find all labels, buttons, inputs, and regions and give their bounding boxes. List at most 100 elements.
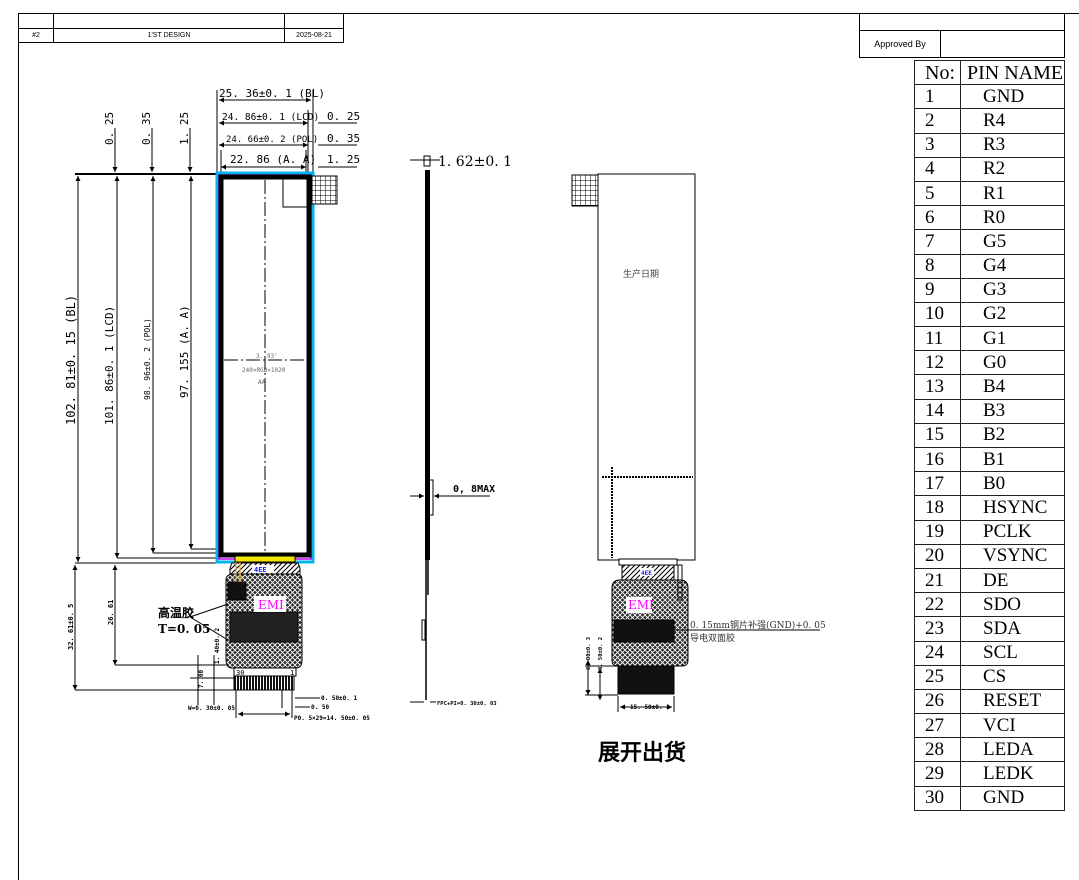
pin-name: LEDA — [960, 737, 1065, 763]
pin-name: B3 — [960, 398, 1065, 424]
pin-name: R3 — [960, 132, 1065, 158]
pin-name: B1 — [960, 446, 1065, 473]
offset-aa: 1. 25 — [327, 153, 360, 166]
side-panel — [425, 170, 430, 560]
pin-name-header: PIN NAME — [960, 59, 1065, 86]
glue-thickness: T=0. 05 — [158, 622, 210, 636]
pin-name: VCI — [960, 713, 1065, 739]
panel-size-text: 3. 93' — [256, 353, 278, 360]
offset-pol: 0. 35 — [327, 132, 360, 145]
pin-name: HSYNC — [960, 495, 1065, 521]
side-thickness: 1. 62±0. 1 — [438, 154, 512, 170]
stiffener-note-line1: 0. 15mm钢片补强(GND)+0. 05 — [690, 619, 826, 631]
fpc-thickness-max: 0, 8MAX — [453, 484, 495, 495]
panel-resolution-text: 240×RGB×1020 — [242, 367, 286, 374]
pin-name: LEDK — [960, 761, 1065, 787]
pin-table-header: No: PIN NAME — [914, 59, 1065, 86]
pin-number: 26 — [914, 688, 961, 715]
top-offset-bl: 0. 25 — [103, 112, 116, 145]
pin-number: 24 — [914, 640, 961, 666]
pin-number: 18 — [914, 495, 961, 521]
pin-name: SDO — [960, 592, 1065, 618]
pin-number: 17 — [914, 471, 961, 497]
pin-number: 2 — [914, 108, 961, 134]
back-fpc-width: 15. 50±0. 1 — [630, 704, 670, 711]
pin-name: G4 — [960, 253, 1065, 279]
pin-name: VSYNC — [960, 543, 1065, 569]
approved-by-value — [940, 30, 1065, 58]
pin-number: 3 — [914, 132, 961, 158]
contact-length: 7. 00 — [198, 670, 205, 688]
back-view — [571, 173, 820, 712]
back-dim-b: 3. 50±0. 2 — [598, 637, 604, 670]
rev-date: 2025-08-21 — [284, 28, 344, 43]
pin-name: DE — [960, 567, 1065, 594]
pin-first-label: 30 — [236, 669, 244, 677]
pin-number: 1 — [914, 84, 961, 110]
pin-name: G5 — [960, 229, 1065, 255]
fpc-bond-strip — [234, 555, 296, 563]
dim-aa-width: 22. 86 (A. A) — [230, 153, 316, 166]
pin-name: RESET — [960, 688, 1065, 715]
pin-name: CS — [960, 664, 1065, 690]
pin-number: 22 — [914, 592, 961, 618]
pin-name: R1 — [960, 180, 1065, 207]
pin-last-label: 1 — [290, 669, 294, 677]
dim-lcd-width: 24. 86±0. 1 (LCD) — [222, 112, 319, 123]
pin-number: 19 — [914, 519, 961, 545]
pin-number: 28 — [914, 737, 961, 763]
front-fpc: 4EE EMI 30 1 — [225, 555, 303, 691]
back-fpc-tag: 4EE — [641, 570, 652, 577]
pin-name: SCL — [960, 640, 1065, 666]
glue-label: 高温胶 — [158, 605, 194, 620]
pin-name: B4 — [960, 374, 1065, 400]
stiffener-note-line2: 导电双面胶 — [690, 632, 735, 644]
pin-number: 20 — [914, 543, 961, 569]
pin-number: 9 — [914, 277, 961, 303]
pin-number: 6 — [914, 205, 961, 231]
fpc-fingers — [233, 675, 295, 691]
pin-number: 7 — [914, 229, 961, 255]
offset-lcd: 0. 25 — [327, 110, 360, 123]
dim-bl-width: 25. 36±0. 1 (BL) — [219, 87, 325, 100]
pin-number: 25 — [914, 664, 961, 690]
pin-name: PCLK — [960, 519, 1065, 545]
dim-aa-height: 97. 155 (A. A) — [178, 305, 191, 398]
width-dimensions — [216, 90, 357, 172]
dim-lcd-height: 101. 86±0. 1 (LCD) — [103, 306, 116, 425]
back-dim-a: 6. 00±0. 3 — [586, 637, 592, 670]
panel-aa-text: AA — [258, 379, 266, 386]
pin-name: SDA — [960, 616, 1065, 642]
pin-name: B2 — [960, 422, 1065, 449]
top-offset-pol: 1. 25 — [178, 112, 191, 145]
top-offset-dimensions: 0. 25 0. 35 1. 25 — [75, 112, 217, 175]
frame-left-border — [18, 13, 19, 880]
pin-name: G3 — [960, 277, 1065, 303]
stiffener-height: 1. 40±0. 2 — [214, 627, 221, 664]
dim-pol-height: 98. 96±0. 2 (POL) — [143, 318, 152, 400]
pin-name: G2 — [960, 301, 1065, 328]
pin-number: 8 — [914, 253, 961, 279]
shipping-caption: 展开出货 — [598, 740, 686, 766]
fpc-total-height: 32. 61±0. 5 — [67, 604, 75, 650]
